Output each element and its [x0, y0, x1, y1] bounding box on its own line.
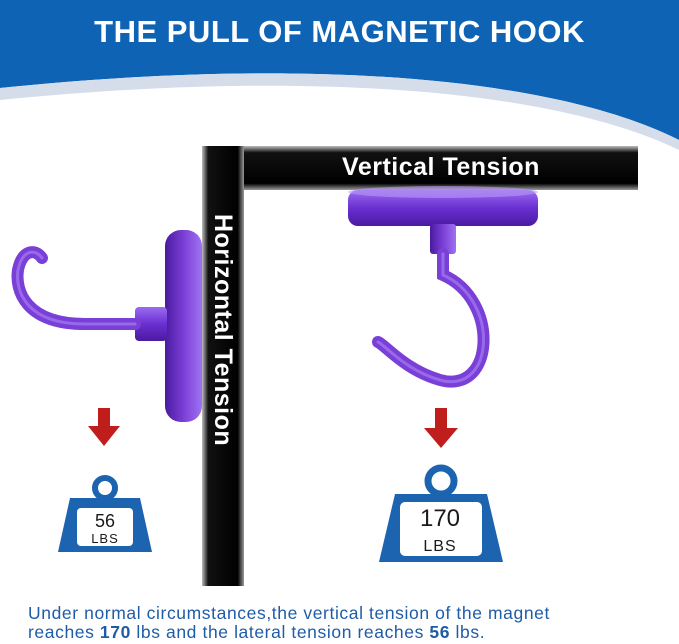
caption: Under normal circumstances,the vertical …	[28, 604, 668, 642]
horizontal-tension-label: Horizontal Tension	[209, 213, 237, 447]
down-arrow-icon-right	[424, 408, 458, 448]
down-arrow-icon-left	[88, 408, 120, 446]
page-title: THE PULL OF MAGNETIC HOOK	[94, 14, 585, 49]
wall-magnet-icon	[11, 230, 202, 422]
weight-small-value: 56	[94, 511, 116, 531]
magnetic-hook-diagram	[11, 146, 638, 586]
weight-icon-large	[379, 464, 503, 562]
caption-text: lbs and the lateral tension reaches	[130, 622, 430, 642]
caption-line-1: Under normal circumstances,the vertical …	[28, 603, 550, 623]
horizontal-beam	[244, 146, 638, 190]
caption-text: reaches	[28, 622, 100, 642]
ceiling-magnet-icon	[348, 186, 538, 388]
caption-lateral-value: 56	[429, 622, 451, 642]
caption-line-2: reaches 170 lbs and the lateral tension …	[28, 623, 668, 642]
caption-text: lbs.	[450, 622, 486, 642]
weight-icon-small	[58, 475, 152, 552]
caption-vertical-value: 170	[99, 622, 131, 642]
vertical-tension-label: Vertical Tension	[342, 153, 540, 181]
vertical-beam	[202, 146, 244, 586]
weight-small-unit: LBS	[91, 531, 119, 546]
header-banner	[0, 0, 679, 150]
weight-large-unit: LBS	[423, 538, 457, 555]
weight-large-value: 170	[419, 505, 461, 532]
